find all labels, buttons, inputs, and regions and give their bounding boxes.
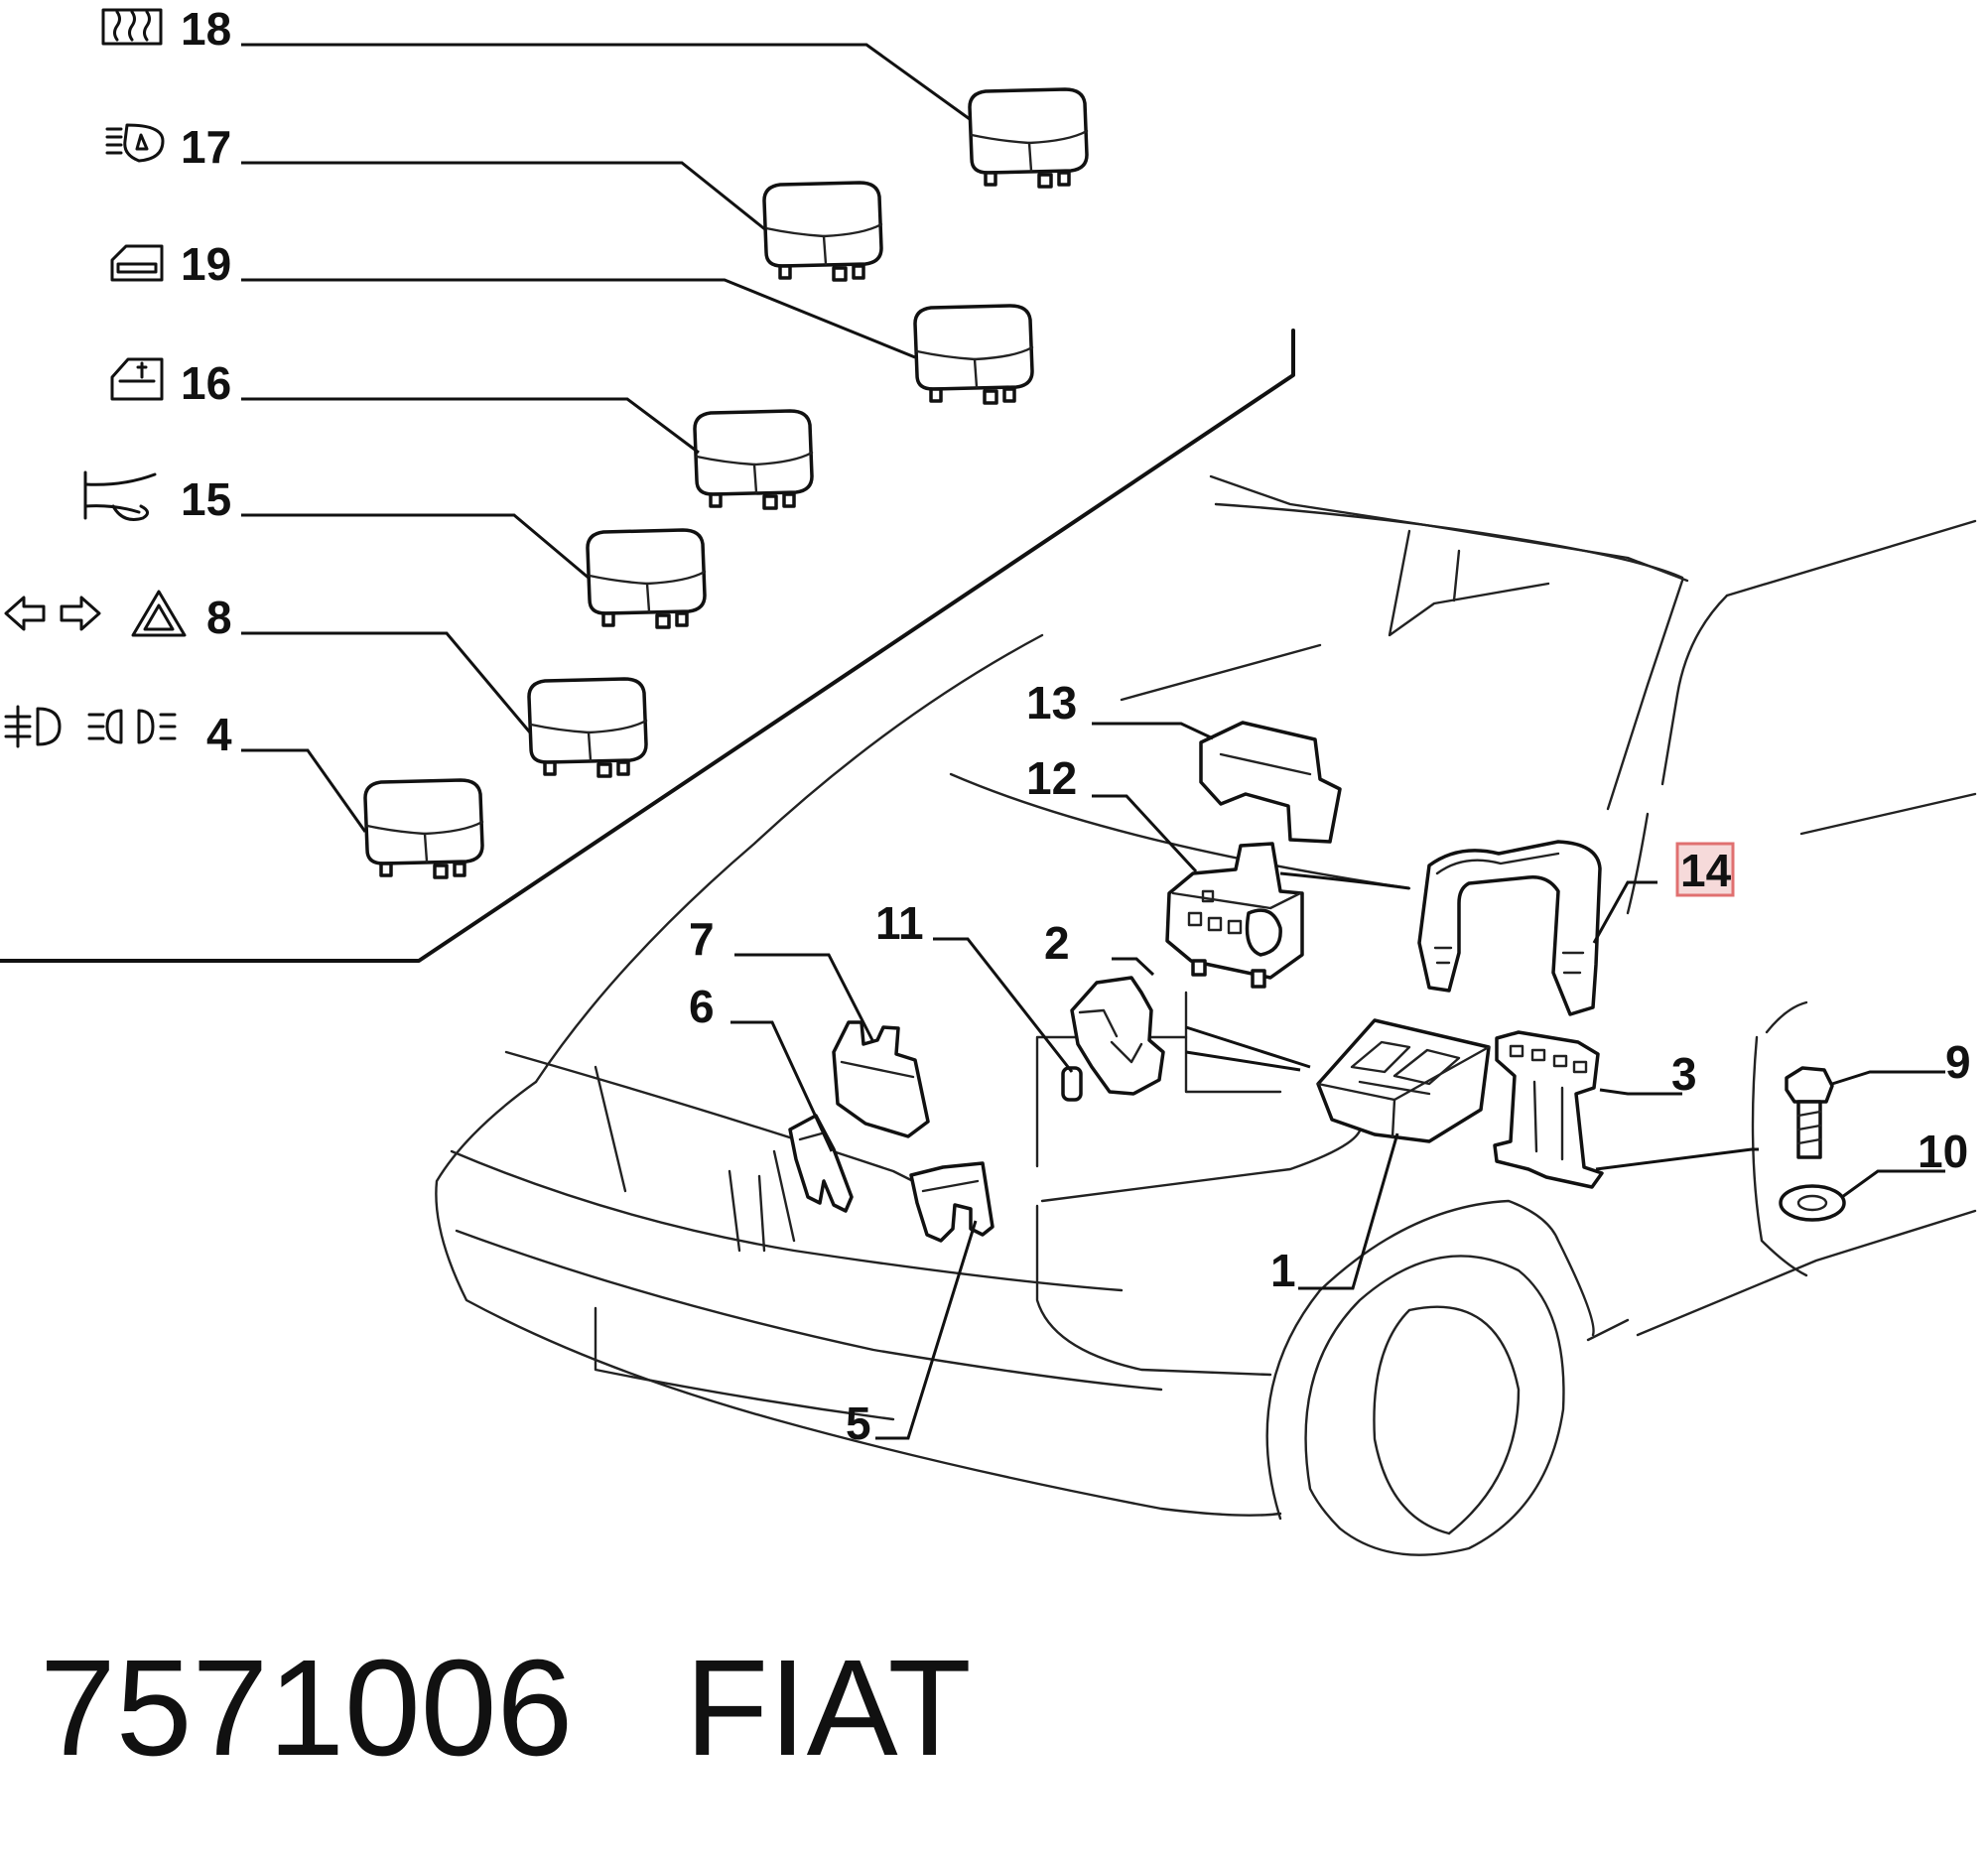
callout-9[interactable]: 9	[1945, 1036, 1971, 1088]
callout-18[interactable]: 18	[181, 3, 231, 55]
part-leader-lines	[730, 722, 1945, 1440]
callout-7[interactable]: 7	[689, 913, 715, 965]
relay-17	[762, 181, 883, 282]
callout-13[interactable]: 13	[1026, 677, 1077, 729]
callout-17[interactable]: 17	[181, 121, 231, 173]
part-13-cover	[1199, 721, 1342, 844]
part-3-bracket	[1493, 1030, 1604, 1189]
part-10-washer	[1779, 1184, 1846, 1222]
relay-18	[968, 87, 1089, 189]
part-14-bracket	[1417, 840, 1602, 1016]
rear-defrost-icon	[101, 8, 163, 46]
turn-signal-icon	[4, 596, 101, 631]
relay-16	[693, 409, 814, 510]
callout-10[interactable]: 10	[1918, 1126, 1968, 1177]
callout-15[interactable]: 15	[181, 473, 231, 525]
callout-labels: 18 17 19 16 15 8 4 13 12 14 7 11 2 6 3 9…	[181, 3, 1971, 1449]
part-1-control-unit	[1316, 1018, 1491, 1143]
part-2-connector	[1070, 976, 1165, 1096]
callout-14-highlight	[1675, 842, 1735, 897]
relay-4	[363, 778, 484, 879]
part-5-clip	[909, 1161, 994, 1243]
power-window-icon	[110, 244, 164, 282]
relay-15	[586, 528, 707, 629]
callout-1[interactable]: 1	[1270, 1245, 1296, 1296]
callout-19[interactable]: 19	[181, 238, 231, 290]
part-12-fuse-holder	[1165, 842, 1304, 989]
callout-12[interactable]: 12	[1026, 752, 1077, 804]
door-lock-icon	[110, 357, 164, 401]
callout-6[interactable]: 6	[689, 981, 715, 1032]
callout-5[interactable]: 5	[846, 1397, 871, 1449]
part-number: 7571006	[40, 1632, 573, 1785]
horn-icon	[83, 470, 157, 521]
callout-16[interactable]: 16	[181, 357, 231, 409]
relay-19	[913, 304, 1034, 405]
part-7-fuse	[832, 1020, 930, 1138]
hazard-warning-icon	[131, 590, 187, 637]
callout-11[interactable]: 11	[875, 897, 924, 949]
part-6-clip	[788, 1114, 854, 1213]
fog-light-icon	[4, 705, 62, 748]
separator-line	[0, 329, 1295, 963]
wiper-washer-icon	[105, 123, 165, 163]
callout-4[interactable]: 4	[206, 709, 232, 760]
part-11-pin	[1061, 1066, 1083, 1102]
car-outline	[435, 474, 1977, 1556]
brand-name: FIAT	[685, 1632, 972, 1785]
part-9-bolt	[1785, 1066, 1834, 1159]
callout-2[interactable]: 2	[1044, 917, 1070, 969]
callout-14[interactable]: 14	[1680, 845, 1732, 896]
relay-leader-lines	[241, 43, 971, 833]
low-beam-icon	[87, 709, 177, 744]
relay-8	[527, 677, 648, 778]
footer-caption: 7571006 FIAT	[40, 1632, 972, 1785]
callout-8[interactable]: 8	[206, 592, 232, 643]
callout-3[interactable]: 3	[1671, 1048, 1697, 1100]
